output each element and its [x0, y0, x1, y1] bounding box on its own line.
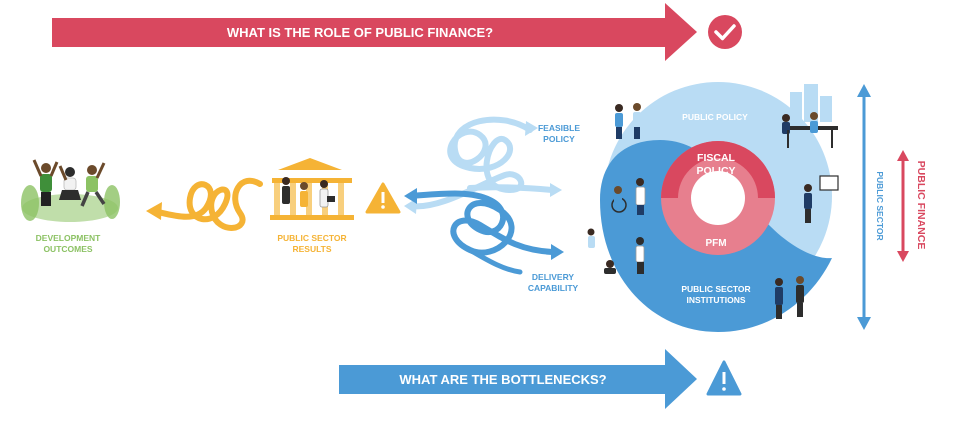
- public-sector-results-line2: RESULTS: [292, 244, 331, 254]
- people-celebrating-illustration: [21, 159, 120, 222]
- officials-illustration: [775, 276, 804, 319]
- top-banner-text: WHAT IS THE ROLE OF PUBLIC FINANCE?: [227, 25, 493, 40]
- top-banner: WHAT IS THE ROLE OF PUBLIC FINANCE?: [52, 3, 742, 61]
- person-handshake-illustration: [615, 103, 641, 139]
- institutions-label-line2: INSTITUTIONS: [686, 295, 745, 305]
- warning-icon: [365, 182, 401, 214]
- pfm-label: PFM: [705, 238, 726, 249]
- development-outcomes: DEVELOPMENT OUTCOMES: [21, 159, 120, 254]
- checkmark-icon: [708, 15, 742, 49]
- bottom-banner-arrow: [339, 349, 697, 409]
- public-policy-label: PUBLIC POLICY: [682, 112, 748, 122]
- public-finance-range: PUBLIC FINANCE: [897, 150, 927, 262]
- warning-icon: [706, 360, 742, 396]
- child-teacher-illustration: [587, 228, 645, 274]
- fiscal-policy-band: [661, 141, 775, 198]
- top-banner-arrow: [52, 3, 697, 61]
- public-finance-vertical-label: PUBLIC FINANCE: [915, 161, 927, 250]
- delivery-capability-label-line1: DELIVERY: [532, 272, 575, 282]
- office-meeting-illustration: [782, 84, 838, 148]
- feasible-policy-label-line1: FEASIBLE: [538, 123, 580, 133]
- bottom-banner: WHAT ARE THE BOTTLENECKS?: [339, 349, 742, 409]
- public-sector-circle: PUBLIC POLICY FISCAL POLICY PFM PUBLIC S…: [600, 82, 832, 332]
- people-illustrations: [587, 84, 839, 319]
- delivery-capability-tangle: [404, 188, 564, 275]
- fiscal-policy-label-line2: POLICY: [696, 165, 735, 177]
- public-building-illustration: [270, 158, 354, 220]
- fiscal-policy-label-line1: FISCAL: [697, 152, 736, 164]
- delivery-capability-label-line2: CAPABILITY: [528, 283, 579, 293]
- public-sector-results: PUBLIC SECTOR RESULTS: [270, 158, 354, 254]
- public-sector-range: PUBLIC SECTOR: [857, 84, 885, 330]
- development-outcomes-line2: OUTCOMES: [43, 244, 92, 254]
- fiscal-ring-hole: [691, 171, 745, 225]
- doctor-wheelchair-illustration: [611, 178, 646, 215]
- public-sector-results-line1: PUBLIC SECTOR: [277, 233, 346, 243]
- bottom-banner-text: WHAT ARE THE BOTTLENECKS?: [399, 372, 606, 387]
- feasible-policy-label-line2: POLICY: [543, 134, 575, 144]
- development-outcomes-line1: DEVELOPMENT: [36, 233, 102, 243]
- orange-squiggle-arrow: [146, 177, 263, 231]
- institutions-label-line1: PUBLIC SECTOR: [681, 284, 750, 294]
- presenter-illustration: [804, 175, 839, 223]
- public-sector-vertical-label: PUBLIC SECTOR: [875, 171, 885, 240]
